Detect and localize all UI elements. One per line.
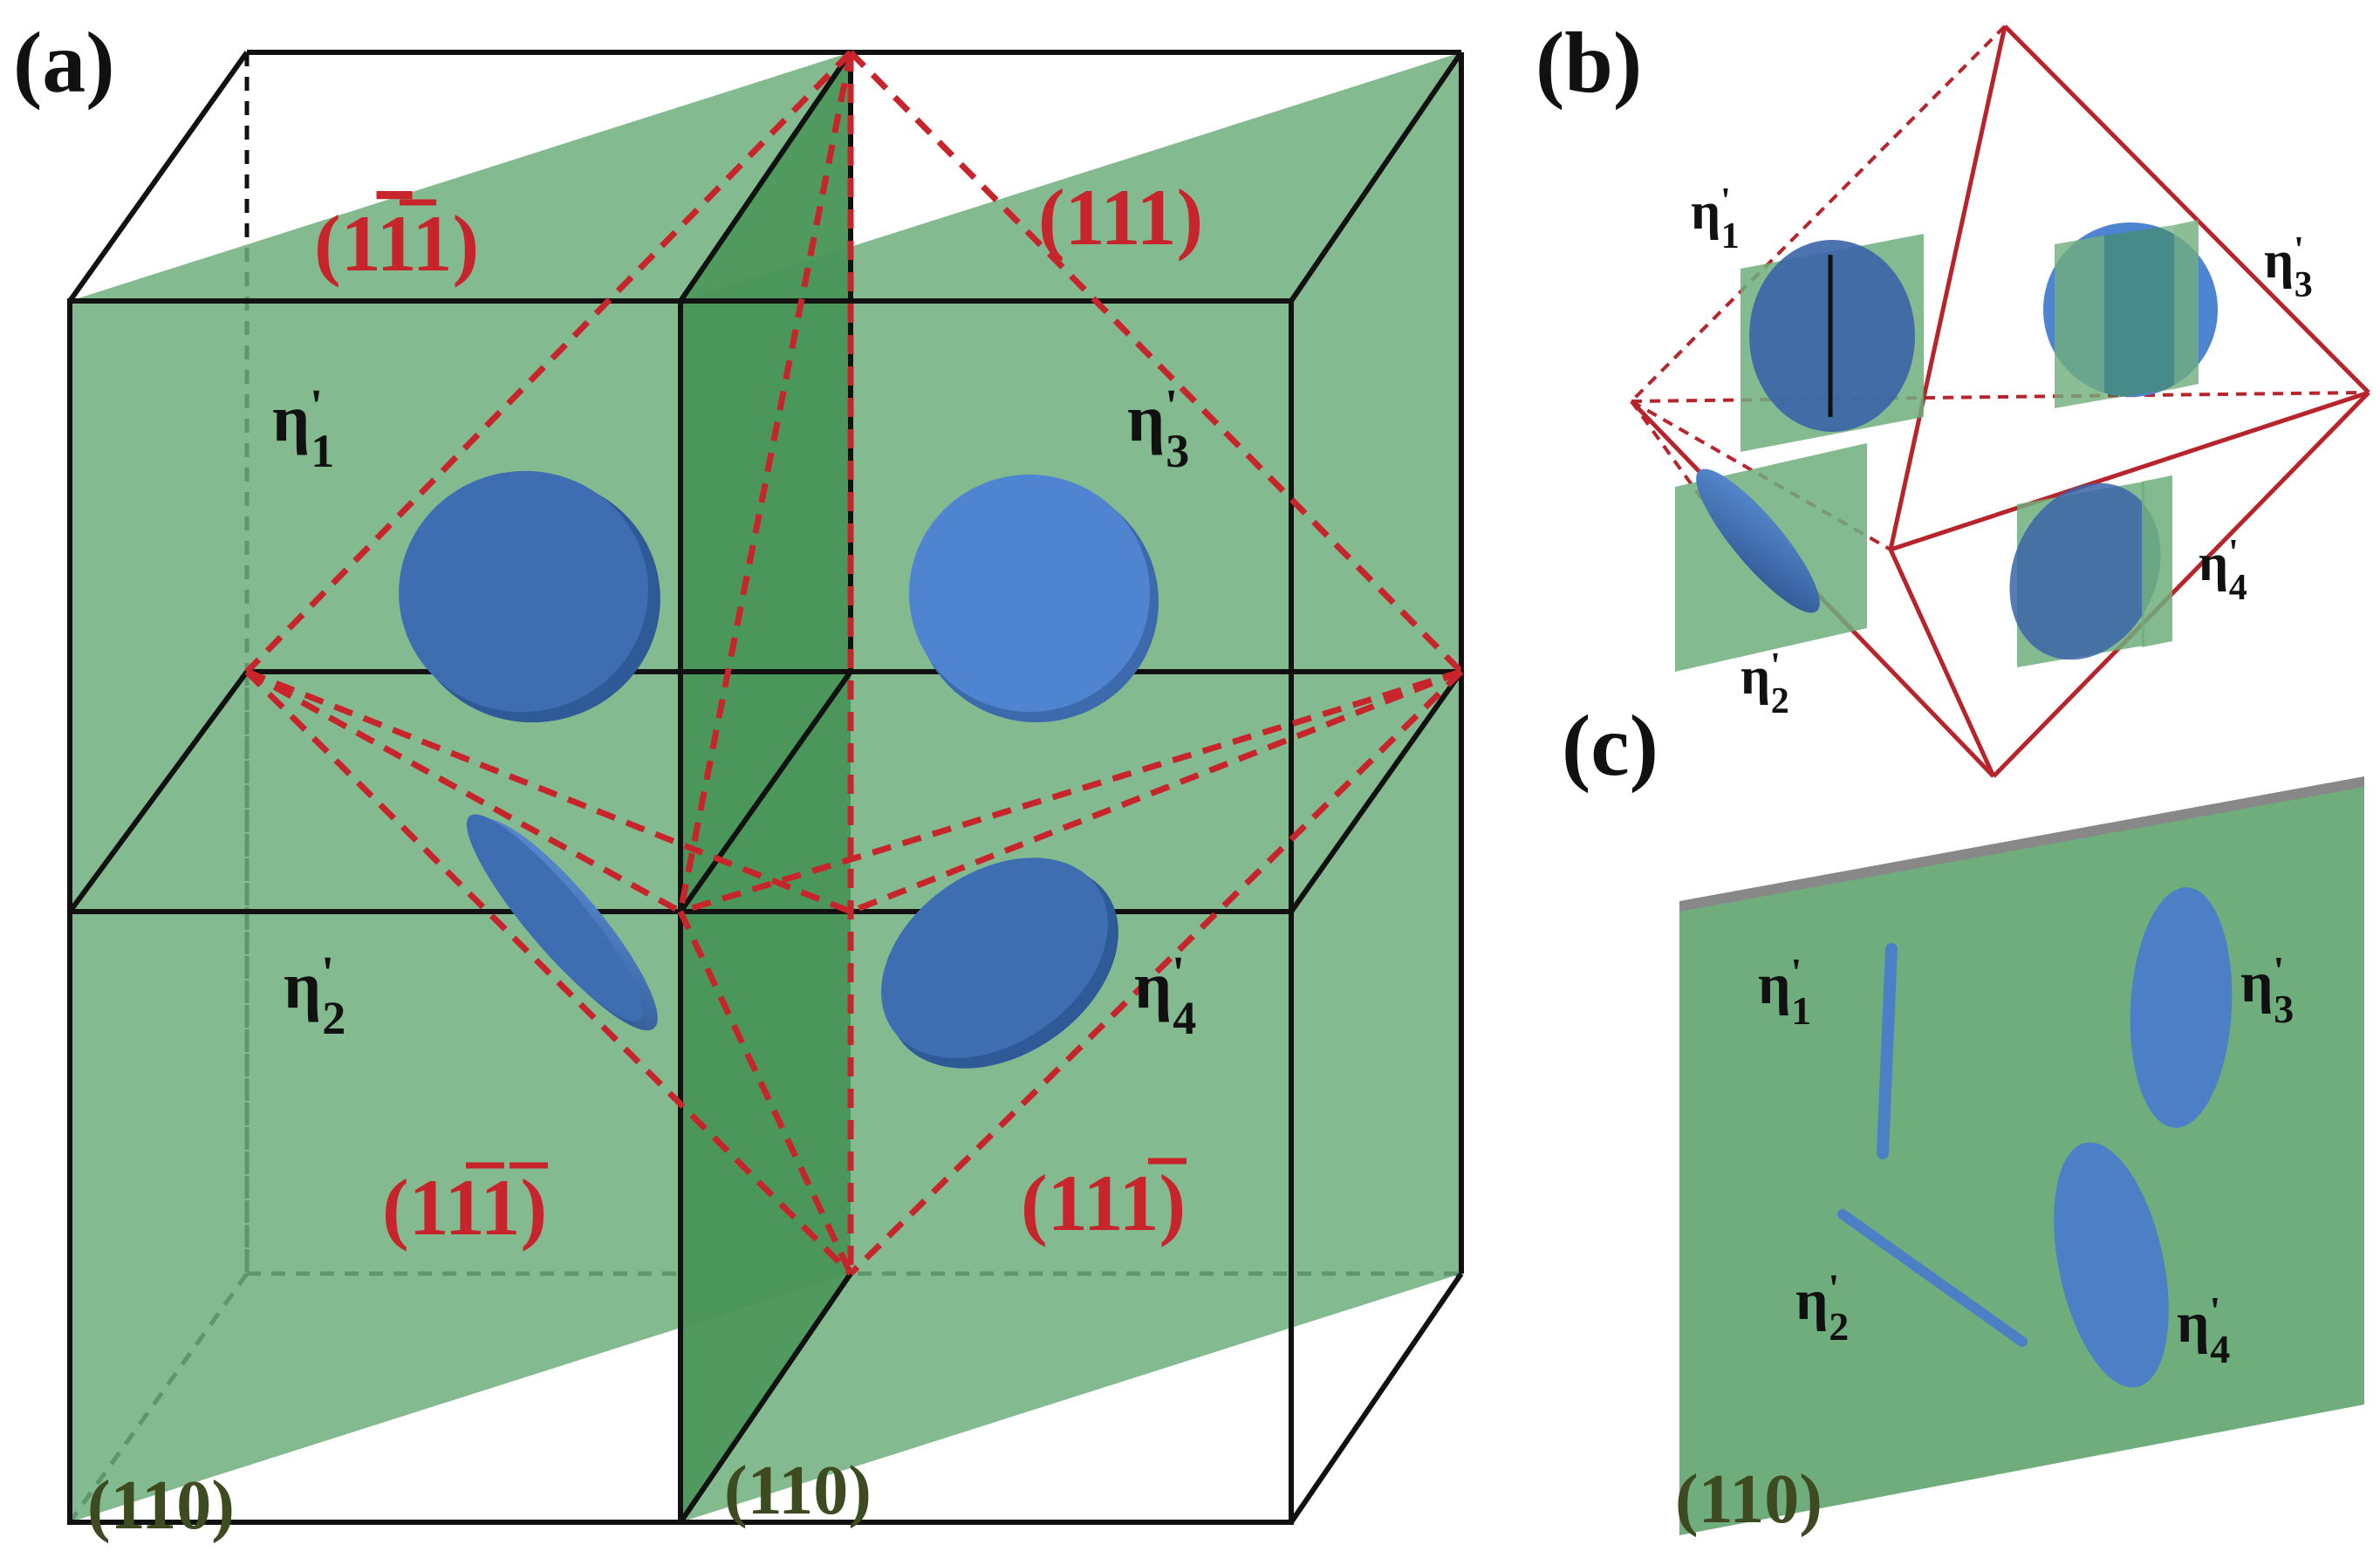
c-plane-label: (110) (1675, 1461, 1823, 1538)
plane-label-1-bar1-bar1: (111) (382, 1163, 547, 1252)
c-plate (1679, 787, 2364, 1535)
plane-label-111: (111) (1038, 173, 1203, 262)
b-eta4-plate (2009, 475, 2172, 667)
b-eta2-label: η'2 (1741, 646, 1789, 721)
b-eta1-label: η'1 (1691, 181, 1740, 256)
octahedron-dashed (244, 50, 1464, 1276)
panel-b: (b) (1535, 14, 2370, 778)
b-eta3-label: η'3 (2264, 230, 2313, 305)
eta4-label: η'4 (1134, 946, 1196, 1044)
panel-a-label: (a) (13, 14, 115, 111)
c-eta3-ellipse (2130, 887, 2233, 1128)
octahedron-wireframe (1630, 24, 2370, 778)
plane-label-110-right: (110) (724, 1452, 872, 1529)
panel-c: (c) η'1 η'3 η'2 η'4 (110) (1562, 697, 2364, 1538)
c-eta1-trace (1877, 943, 1898, 1159)
plane-label-11-bar1: (111) (1021, 1158, 1186, 1247)
eta2-label: η'2 (284, 946, 345, 1044)
c-eta3-label: η'3 (2240, 948, 2294, 1031)
c-eta2-label: η'2 (1795, 1266, 1849, 1349)
panel-b-label: (b) (1535, 14, 1642, 111)
c-eta1-label: η'1 (1758, 950, 1811, 1033)
plane-110-left (70, 52, 851, 1522)
plane-110-right (680, 52, 1461, 1522)
b-eta2-plate (1675, 443, 1867, 672)
eta1-label: η'1 (272, 379, 334, 477)
disk-eta4 (881, 858, 1118, 1069)
c-eta4-label: η'4 (2177, 1288, 2230, 1371)
plane-label-1-bar1-1: (111) (314, 199, 479, 288)
disk-eta3 (909, 475, 1159, 722)
plane-label-110-left: (110) (87, 1467, 235, 1544)
b-eta3-plate (2043, 220, 2218, 408)
c-eta2-trace (1837, 1209, 2028, 1347)
panel-c-label: (c) (1562, 697, 1658, 794)
c-eta4-ellipse (2054, 1142, 2169, 1388)
disk-eta2 (466, 814, 658, 1031)
panel-a: (a) (111) (111) (111) (111) (110) (110) … (13, 14, 1464, 1544)
disk-eta1 (399, 470, 660, 723)
eta3-label: η'3 (1127, 379, 1189, 477)
b-eta1-plate (1741, 234, 1924, 452)
b-eta4-label: η'4 (2199, 533, 2247, 608)
